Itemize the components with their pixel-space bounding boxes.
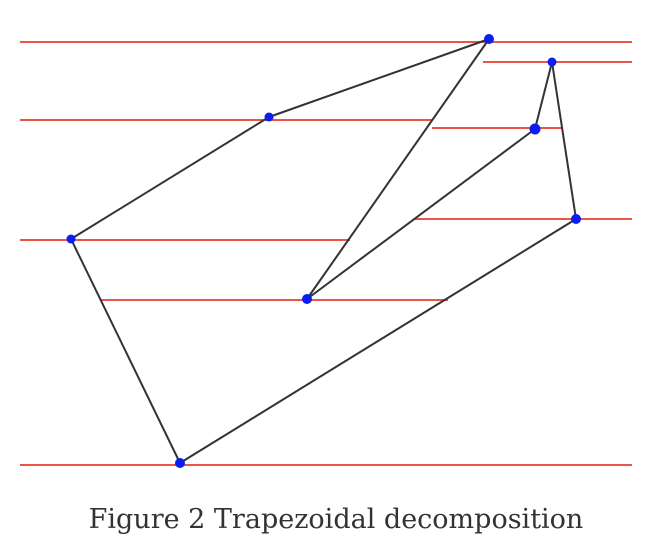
vertex-dot (571, 214, 581, 224)
polygon-edge (534, 61, 553, 130)
vertex-dot (529, 123, 541, 135)
vertex-dot (66, 234, 76, 244)
vertex-dot (547, 57, 557, 67)
vertex-dot (484, 34, 494, 44)
polygon-vertices (66, 34, 581, 468)
polygon-edge (70, 238, 181, 464)
polygon-edge (70, 116, 270, 240)
vertex-dot (175, 458, 185, 468)
figure-caption: Figure 2 Trapezoidal decomposition (88, 504, 584, 535)
polygon-edge (551, 61, 577, 220)
vertex-dot (302, 294, 312, 304)
polygon-edge (306, 128, 536, 300)
polygon-edge (306, 38, 490, 300)
polygon-edge (179, 218, 577, 464)
trapezoidal-decomposition-diagram (20, 34, 632, 468)
polygon-edges (70, 38, 577, 464)
polygon-edge (268, 38, 490, 118)
vertex-dot (264, 112, 274, 122)
